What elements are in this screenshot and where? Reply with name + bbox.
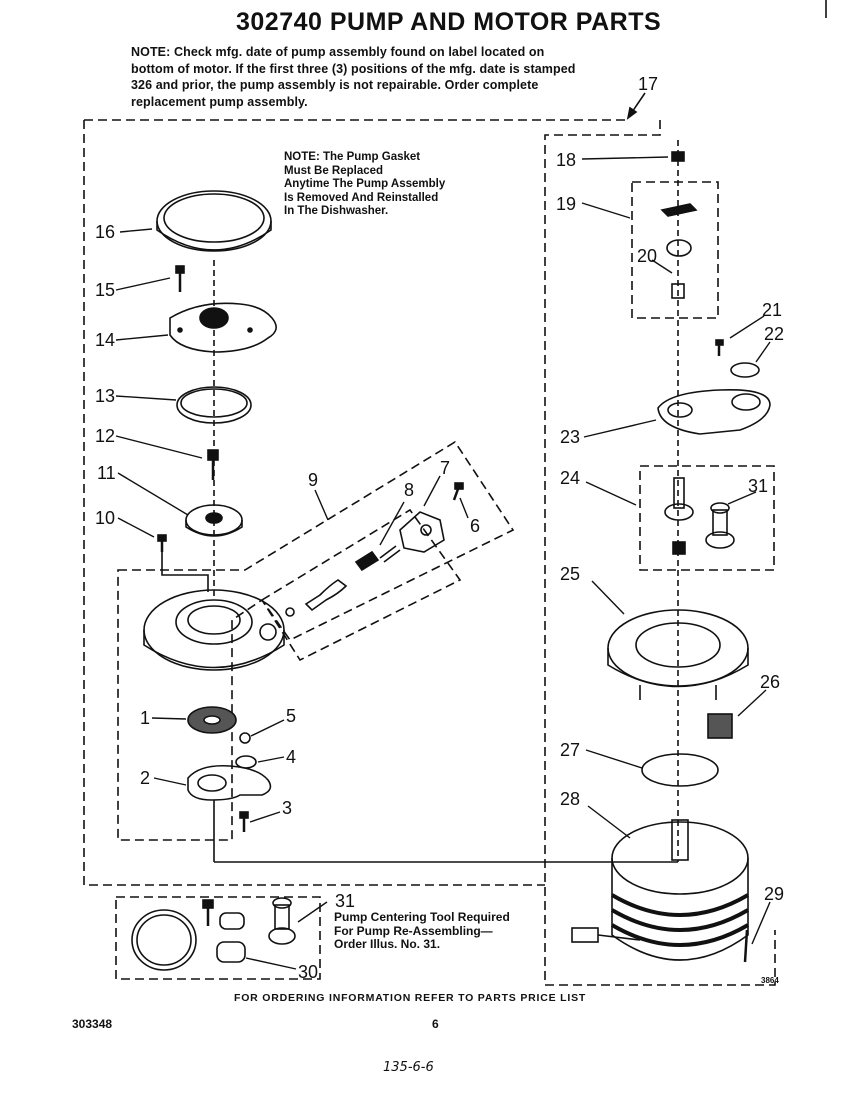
- part-29-screw: [743, 929, 749, 963]
- callout-15: 15: [95, 280, 115, 300]
- part-7-valve-cap: [399, 511, 445, 553]
- pump-gasket-note-line: NOTE: The Pump Gasket: [284, 151, 421, 163]
- part-6-screw: [452, 482, 464, 501]
- callout-7: 7: [440, 458, 450, 478]
- callout-18: 18: [556, 150, 576, 170]
- callout-19: 19: [556, 194, 576, 214]
- callout-6: 6: [470, 516, 480, 536]
- callout-30: 30: [298, 962, 318, 982]
- callout-10: 10: [95, 508, 115, 528]
- part-24-shaft-coupling: [664, 477, 694, 555]
- callout-5: 5: [286, 706, 296, 726]
- pump-housing: [143, 589, 285, 671]
- callout-leaders: [115, 156, 771, 970]
- shaft-subassembly-outline: [639, 465, 775, 571]
- kit-seal-ring: [219, 912, 245, 930]
- callout-16: 16: [95, 222, 115, 242]
- pump-gasket-note: NOTE: The Pump Gasket Must Be Replaced A…: [284, 151, 484, 219]
- callout-28: 28: [560, 789, 580, 809]
- part-14-pump-cover: [169, 302, 277, 353]
- callout-2: 2: [140, 768, 150, 788]
- callout-25: 25: [560, 564, 580, 584]
- housing-subassembly-outline: [117, 440, 515, 841]
- part-31-centering-tool: [705, 502, 735, 549]
- part-25-motor-mount: [607, 609, 749, 700]
- pump-assembly-outline: [84, 119, 776, 986]
- callout-24: 24: [560, 468, 580, 488]
- page-title: 302740 PUMP AND MOTOR PARTS: [236, 8, 662, 36]
- callout-11: 11: [97, 463, 116, 483]
- pump-assembly-outline-left: [83, 120, 545, 886]
- callout-21: 21: [762, 300, 782, 320]
- part-12-stud: [207, 449, 219, 480]
- callout-20: 20: [637, 246, 657, 266]
- callout-31-kit: 31: [335, 891, 355, 911]
- part-26-bracket: [707, 713, 733, 739]
- callout-12: 12: [95, 426, 115, 446]
- callout-4: 4: [286, 747, 296, 767]
- valve-subassembly-outline: [260, 508, 462, 662]
- document-number: 303348: [72, 1017, 113, 1031]
- centering-tool-note-line: Order Illus. No. 31.: [334, 937, 441, 951]
- callout-9: 9: [308, 470, 318, 490]
- part-22-grommet: [730, 362, 760, 378]
- callout-numbers: 16 15 14 13 12 11 10 1 2 3 4 5 6 7 8 9 1…: [95, 74, 784, 982]
- centering-tool-note-line: For Pump Re-Assembling—: [334, 923, 493, 938]
- part-27-slinger: [641, 753, 719, 787]
- callout-17: 17: [638, 74, 658, 94]
- part-2-lower-housing: [187, 764, 272, 801]
- pump-gasket-note-line: Is Removed And Reinstalled: [284, 191, 439, 204]
- part-28-motor: [571, 819, 750, 961]
- kit-centering-tool: [268, 897, 296, 945]
- mfg-date-note: NOTE: Check mfg. date of pump assembly f…: [131, 45, 576, 109]
- pump-gasket-note-line: In The Dishwasher.: [284, 205, 389, 217]
- callout-29: 29: [764, 884, 784, 904]
- kit-stud: [202, 899, 214, 926]
- part-19-seal-spring: [660, 203, 698, 217]
- part-20-seal: [666, 239, 692, 299]
- kit-o-ring: [216, 941, 246, 963]
- pump-gasket-note-line: Must Be Replaced: [284, 164, 384, 177]
- callout-26: 26: [760, 672, 780, 692]
- callout-3: 3: [282, 798, 292, 818]
- screw-path: [161, 552, 209, 592]
- pump-gasket-note-line: Anytime The Pump Assembly: [284, 178, 446, 190]
- part-8-valve-spring: [285, 545, 401, 617]
- ordering-info-footer: FOR ORDERING INFORMATION REFER TO PARTS …: [234, 992, 587, 1004]
- centering-tool-note-line: Pump Centering Tool Required: [334, 910, 510, 924]
- callout-23: 23: [560, 427, 580, 447]
- part-23-mounting-plate: [657, 388, 771, 435]
- illustration-number: 3864: [761, 976, 779, 985]
- part-1-strainer: [187, 706, 237, 734]
- callout-14: 14: [95, 330, 115, 350]
- handwritten-note: 135-6-6: [383, 1060, 434, 1075]
- kit-gasket: [131, 909, 197, 971]
- callout-22: 22: [764, 324, 784, 344]
- callout-31: 31: [748, 476, 768, 496]
- part-18-cap: [671, 151, 685, 162]
- part-16-gasket: [156, 190, 272, 252]
- page-number: 6: [432, 1017, 439, 1031]
- centering-tool-note: Pump Centering Tool Required For Pump Re…: [334, 910, 544, 952]
- callout-13: 13: [95, 386, 115, 406]
- part-5-ball: [239, 732, 251, 744]
- callout-8: 8: [404, 480, 414, 500]
- seal-subassembly-outline: [631, 181, 719, 319]
- part-15-screw: [175, 265, 185, 292]
- part-10-screw: [157, 534, 167, 552]
- arrowhead: [626, 106, 638, 120]
- service-kit-outline: [115, 896, 321, 980]
- callout-27: 27: [560, 740, 580, 760]
- part-21-screw: [715, 339, 724, 356]
- part-3-screw: [239, 811, 249, 832]
- callout-1: 1: [140, 708, 150, 728]
